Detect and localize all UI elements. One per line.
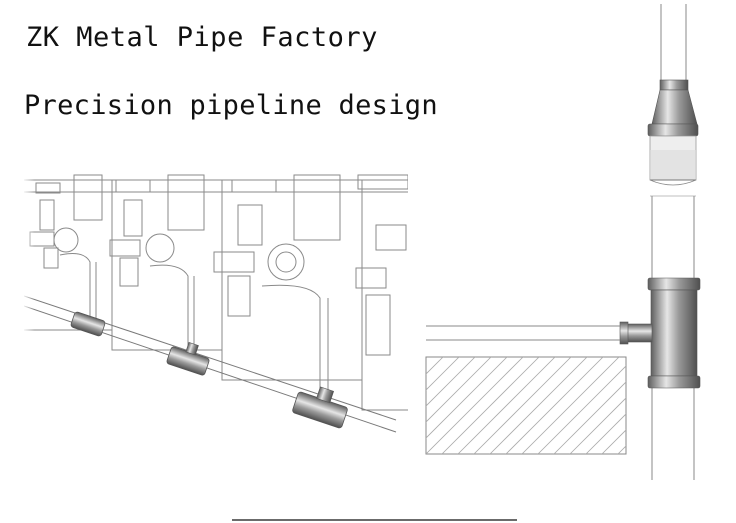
coupling-1 [70, 311, 106, 337]
pipe-section-illustration [425, 4, 701, 480]
valve-group-2 [109, 174, 205, 352]
valve-group-3 [213, 174, 341, 400]
tee-fitting [619, 277, 701, 389]
manifold-fittings [70, 311, 348, 429]
wall-block [425, 356, 627, 455]
tagline: Precision pipeline design [24, 90, 438, 121]
reducer-fitting [647, 79, 699, 197]
manifold-illustration [24, 172, 408, 442]
tee-fitting-2 [292, 386, 348, 429]
bottom-divider [232, 519, 517, 521]
valve-group-4 [355, 174, 408, 356]
company-title: ZK Metal Pipe Factory [26, 22, 378, 53]
tee-fitting-1 [166, 341, 210, 376]
